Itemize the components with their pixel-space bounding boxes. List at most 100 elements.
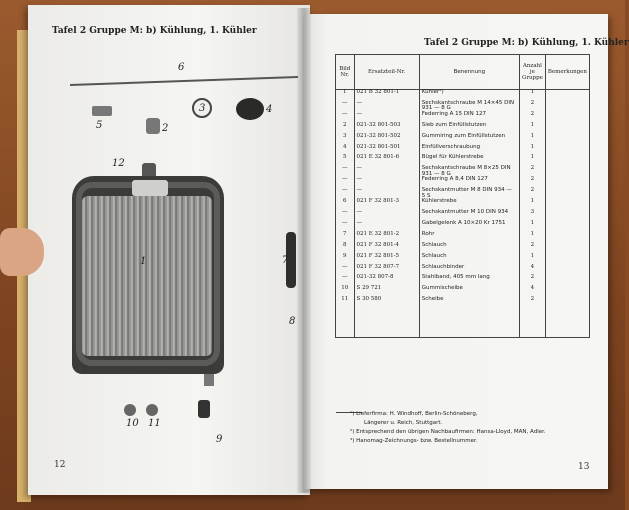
cell-bemerkungen	[544, 264, 591, 276]
cell-ersatzteil-nr: —	[353, 111, 420, 123]
cell-benennung: Gabelgelenk A 10×20 Kr 1751	[418, 220, 520, 232]
cell-ersatzteil-nr: —	[353, 177, 420, 189]
left-page-title: Tafel 2 Gruppe M: b) Kühlung, 1. Kühler	[52, 26, 257, 36]
cell-ersatzteil-nr: 021 E 32 801-6	[353, 155, 420, 167]
cell-ersatzteil-nr: 021 B 32 801-1	[353, 89, 420, 101]
callout-9: 9	[216, 434, 223, 445]
cell-bemerkungen	[544, 89, 591, 101]
cell-bemerkungen	[544, 286, 591, 298]
cell-ersatzteil-nr: 021 F 32 801-4	[353, 242, 420, 254]
cell-benennung: Scheibe	[418, 297, 520, 339]
callout-8: 8	[289, 316, 296, 327]
cell-benennung: Gummischeibe	[418, 286, 520, 298]
col-bemerkungen: Bemerkungen	[544, 54, 591, 90]
cell-bemerkungen	[544, 177, 591, 189]
cell-ersatzteil-nr: 021 F 32 801-5	[353, 253, 420, 265]
cell-benennung: Kühler¹)	[418, 89, 520, 101]
cell-bemerkungen	[544, 297, 591, 339]
cell-bemerkungen	[544, 231, 591, 243]
cell-bemerkungen	[544, 100, 591, 112]
cell-bemerkungen	[544, 210, 591, 222]
cell-bemerkungen	[544, 221, 591, 232]
callout-12: 12	[112, 158, 125, 169]
cell-bemerkungen	[544, 242, 591, 254]
cell-benennung: Schlauch	[418, 253, 520, 265]
cell-benennung: Stahlband, 405 mm lang	[418, 275, 520, 287]
outlet-drawing	[204, 374, 214, 386]
callout-5: 5	[96, 120, 103, 131]
footnotes: ¹) Lieferfirma: H. Windhoff, Berlin-Schö…	[350, 410, 546, 446]
cell-ersatzteil-nr: 021 F 32 801-3	[353, 199, 420, 211]
rubber-washer-drawing	[124, 404, 136, 416]
cell-benennung: Bügel für Kühlerstrebe	[418, 155, 520, 167]
footnote-1: ¹) Lieferfirma: H. Windhoff, Berlin-Schö…	[350, 411, 478, 417]
cell-ersatzteil-nr: —	[353, 187, 420, 200]
cell-ersatzteil-nr: S 30 580	[353, 297, 420, 339]
cell-bemerkungen	[544, 275, 591, 287]
cell-bemerkungen	[544, 122, 591, 134]
cell-ersatzteil-nr: 021 E 32 801-2	[353, 231, 420, 243]
right-page-title: Tafel 2 Gruppe M: b) Kühlung, 1. Kühler	[424, 38, 629, 48]
cell-benennung: Kühlerstrebe	[418, 199, 520, 211]
cell-benennung: Sieb zum Einfüllstutzen	[418, 122, 520, 134]
cell-bild-nr: 9	[335, 253, 355, 265]
cell-ersatzteil-nr: 021-32 801-503	[353, 122, 420, 134]
cell-bild-nr: 3	[335, 133, 355, 145]
footnote-divider	[336, 412, 362, 413]
col-ersatzteil-nr: Ersatzteil-Nr.	[353, 54, 420, 90]
parts-table: Bild Nr. Ersatzteil-Nr. Benennung Anzahl…	[335, 54, 591, 339]
pipe-drawing	[286, 232, 296, 288]
cell-ersatzteil-nr: —	[353, 100, 420, 112]
cell-ersatzteil-nr: 021-32 801-502	[353, 133, 420, 145]
table-row: ——Sechskantschraube M 14×45 DIN 931 — 8 …	[335, 100, 591, 112]
col-bild-nr: Bild Nr.	[335, 54, 355, 90]
cell-benennung: Sechskantmutter M 10 DIN 934	[418, 209, 520, 222]
cell-anzahl: 1	[518, 133, 546, 145]
cell-benennung: Gummiring zum Einfüllstutzen	[418, 133, 520, 145]
callout-6: 6	[178, 62, 185, 73]
bracket-drawing	[92, 106, 112, 116]
cell-bemerkungen	[544, 111, 591, 123]
cell-ersatzteil-nr: —	[353, 209, 420, 222]
cell-benennung: Einfüllverschraubung	[418, 144, 520, 156]
rubber-ring-drawing	[192, 98, 212, 118]
cell-ersatzteil-nr: 021-32 801-501	[353, 144, 420, 156]
footnote-2: ²) Entsprechend den übrigen Nachbaufirme…	[350, 429, 546, 435]
cell-ersatzteil-nr: —	[353, 166, 420, 178]
right-page-number: 13	[578, 462, 590, 472]
radiator-badge	[132, 180, 168, 196]
cell-ersatzteil-nr: 021 F 32 807-7	[353, 264, 420, 276]
cell-benennung: Schlauchbinder	[418, 264, 520, 276]
book-gutter	[297, 8, 311, 493]
filler-cap-drawing	[236, 98, 264, 120]
callout-10: 10	[126, 418, 139, 429]
table-row: ——Sechskantschraube M 8×25 DIN 931 — 8 G…	[335, 166, 591, 178]
cell-bemerkungen	[544, 253, 591, 265]
bottom-hose-drawing	[198, 400, 210, 418]
callout-11: 11	[148, 418, 161, 429]
cell-anzahl: 1	[518, 253, 546, 265]
cell-benennung: Federring A 15 DIN 127	[418, 111, 520, 123]
footnote-3: ³) Hanomag-Zeichnungs- bzw. Bestellnumme…	[350, 438, 478, 444]
footnote-1-cont: Längerer u. Reich, Stuttgart.	[364, 420, 443, 426]
cell-benennung: Federring A 8,4 DIN 127	[418, 177, 520, 189]
cell-bemerkungen	[544, 199, 591, 211]
col-anzahl: Anzahl je Gruppe	[518, 54, 546, 90]
callout-4: 4	[266, 104, 273, 115]
cell-bemerkungen	[544, 144, 591, 156]
